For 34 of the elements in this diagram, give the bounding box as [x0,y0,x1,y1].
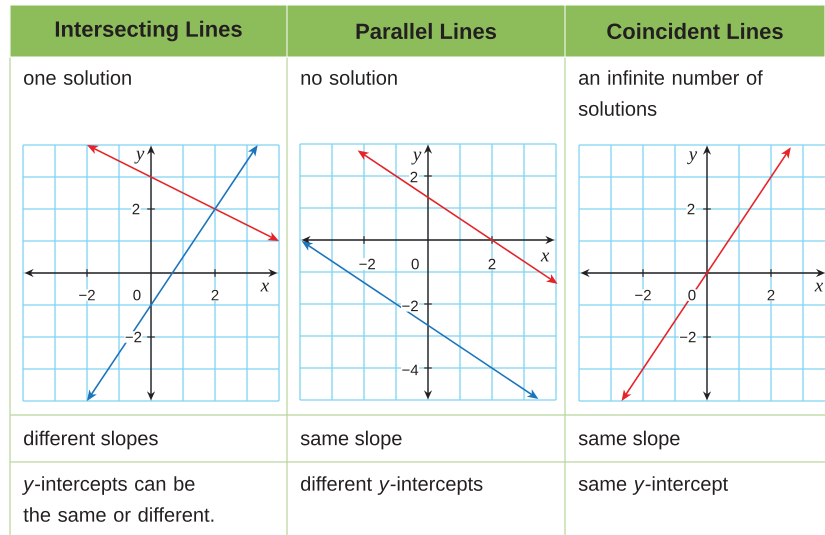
tick-label: 2 [131,203,141,215]
axis-label: y [687,151,698,164]
tick-label: 2 [686,203,696,215]
axis-label: y [411,152,422,164]
tick-label: −2 [78,289,96,301]
tick-label: −2 [634,289,652,301]
tick-label: −2 [358,258,376,270]
axis-label: y [134,150,144,164]
tick-label: 0 [410,258,420,270]
tick-label: 2 [409,171,419,183]
cell-text: no solution [302,70,397,85]
header-cell: Intersecting Lines [10,4,288,58]
tick-label: 0 [687,289,697,301]
cell-text: different slopes [24,430,158,450]
cell-text: an infinite number of solutions [578,70,763,116]
header-cell: Coincident Lines [564,4,825,58]
cell-text: same y-intercept [578,476,728,495]
cell-text: y-intercepts can be the same or different. [22,476,214,522]
tick-label: −2 [124,331,142,343]
tick-label: 2 [766,289,776,301]
axis-label: x [540,252,550,262]
tick-label: −4 [401,364,420,376]
cell-text: different y-intercepts [301,476,482,495]
tick-label: 2 [487,258,497,270]
tick-label: 2 [210,289,220,301]
tick-label: 0 [132,289,142,301]
axis-label: x [814,282,824,292]
cell-text: one solution [24,70,131,85]
cell-text: same slope [300,430,402,450]
tick-label: −2 [678,331,697,343]
header-cell: Parallel Lines [286,4,566,58]
cell-text: same slope [578,430,680,450]
tick-label: −2 [401,300,420,312]
axis-label: x [260,282,269,292]
